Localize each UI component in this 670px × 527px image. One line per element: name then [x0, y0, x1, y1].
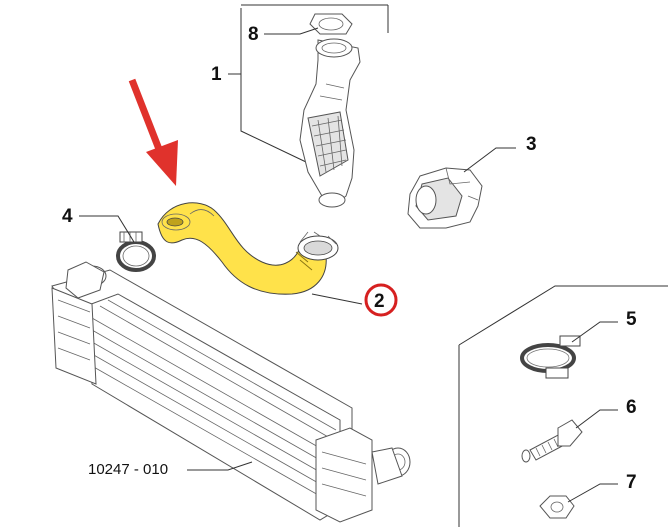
hardware-frame-lines — [458, 285, 668, 527]
callout-7[interactable]: 7 — [626, 472, 637, 493]
small-clamp-part[interactable] — [520, 335, 581, 379]
callout-8[interactable]: 8 — [248, 24, 259, 45]
intake-elbow-part[interactable] — [407, 167, 483, 229]
air-duct-part[interactable] — [299, 38, 361, 208]
selected-part-ring — [364, 283, 398, 317]
top-frame-lines — [240, 4, 389, 163]
duct-gasket-part[interactable] — [309, 13, 353, 35]
callout-5[interactable]: 5 — [626, 309, 637, 330]
red-arrow-indicator — [128, 78, 178, 186]
callout-4[interactable]: 4 — [62, 206, 73, 227]
intercooler-part[interactable] — [51, 261, 411, 523]
callout-3[interactable]: 3 — [526, 134, 537, 155]
bolt-part[interactable] — [521, 419, 583, 463]
nut-part[interactable] — [539, 495, 575, 519]
callout-1[interactable]: 1 — [211, 64, 222, 85]
callout-2[interactable]: 2 — [374, 291, 385, 312]
reference-code: 10247 - 010 — [88, 461, 168, 478]
callout-6[interactable]: 6 — [626, 397, 637, 418]
intercooler-hose-part[interactable] — [157, 202, 339, 295]
hose-clamp-part[interactable] — [116, 231, 156, 272]
leader-lines — [79, 27, 618, 503]
hose-body — [157, 202, 327, 295]
